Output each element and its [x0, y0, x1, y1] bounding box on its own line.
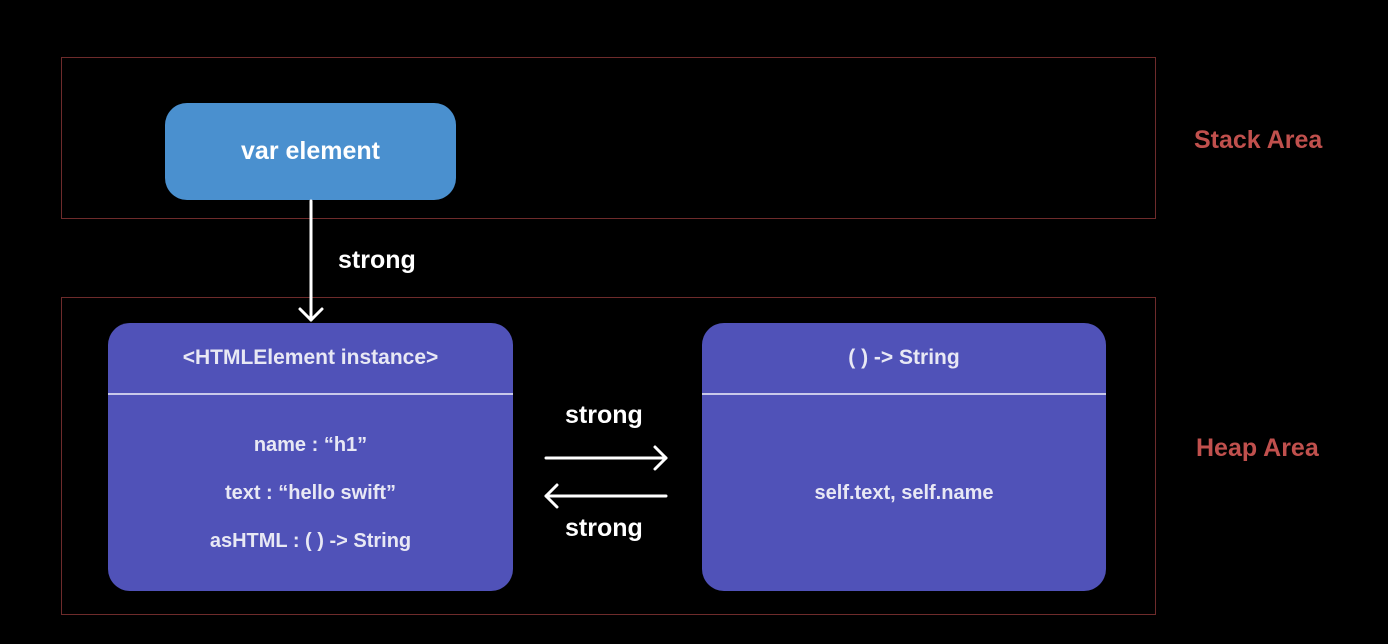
closure-body: self.text, self.name [702, 395, 1106, 590]
reference-label-closure-to-instance: strong [565, 514, 643, 542]
closure-box: ( ) -> String self.text, self.name [702, 323, 1106, 591]
reference-label-instance-to-closure: strong [565, 401, 643, 429]
arrow-instance-to-closure [544, 445, 668, 471]
property-name: name : “h1” [253, 433, 368, 456]
property-ashtml: asHTML : ( ) -> String [209, 529, 412, 552]
instance-box: <HTMLElement instance> name : “h1” text … [108, 323, 513, 591]
heap-area-label: Heap Area [1196, 434, 1319, 462]
variable-label: var element [241, 137, 380, 165]
reference-label-var-to-instance: strong [338, 246, 416, 274]
closure-captures: self.text, self.name [814, 481, 994, 504]
heap-area-frame [61, 297, 1156, 615]
arrow-var-to-instance [298, 199, 324, 322]
instance-title: <HTMLElement instance> [108, 323, 513, 395]
variable-box: var element [165, 103, 456, 200]
instance-properties: name : “h1” text : “hello swift” asHTML … [108, 395, 513, 590]
stack-area-frame [61, 57, 1156, 219]
property-text: text : “hello swift” [224, 481, 397, 504]
arrow-closure-to-instance [544, 483, 668, 509]
stack-area-label: Stack Area [1194, 126, 1323, 154]
closure-title: ( ) -> String [702, 323, 1106, 395]
